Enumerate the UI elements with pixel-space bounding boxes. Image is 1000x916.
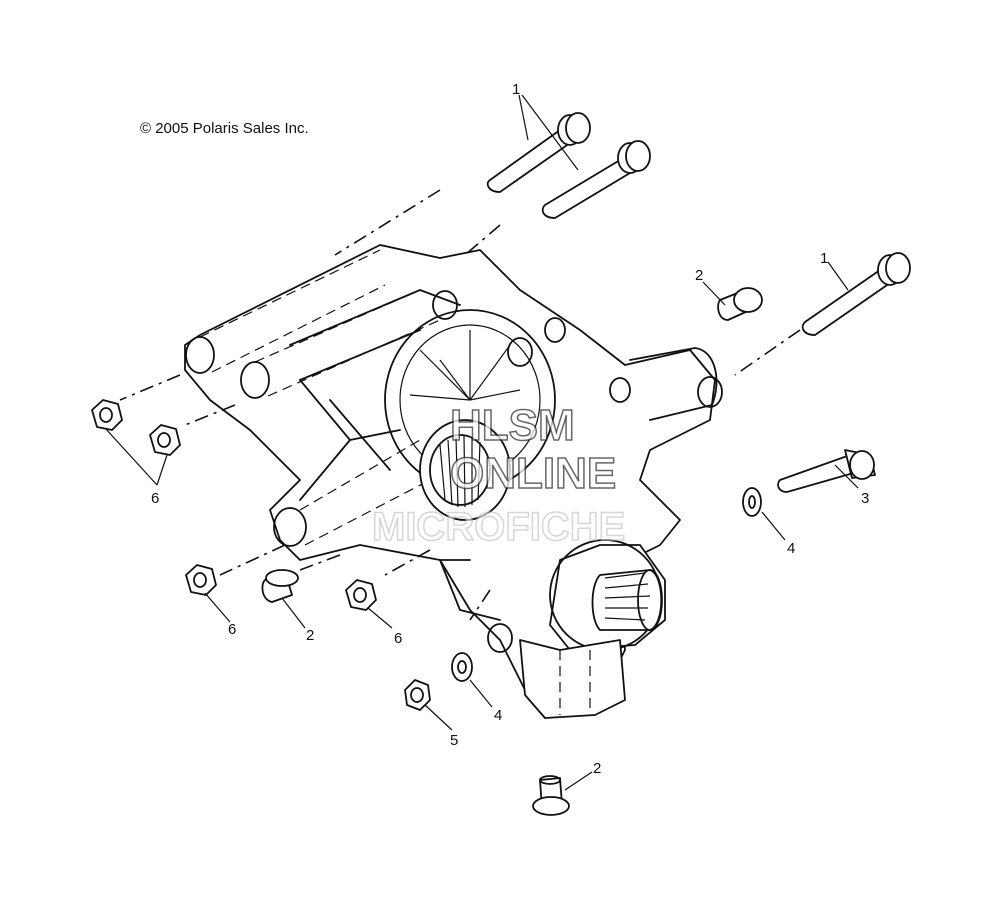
copyright-notice: © 2005 Polaris Sales Inc. [140,120,309,137]
bolt-1-lower [541,140,651,219]
nut-6-bottom-left [185,564,217,596]
leader-lines [104,94,859,791]
flange-bolt-2-top [717,287,763,321]
watermark-line-1: HLSM [450,401,575,450]
nut-5 [404,679,431,711]
washer-4-right [742,487,762,517]
nut-6-upper [91,399,123,431]
callout-1-top: 1 [512,81,520,98]
flange-bolt-2-left [261,569,299,603]
callout-2-left: 2 [306,627,314,644]
callout-1-right: 1 [820,250,828,267]
bolt-1-right [801,252,911,336]
nut-6-bottom-mid [345,579,377,611]
bolt-1-upper [486,112,591,193]
callout-4-bottom: 4 [494,707,502,724]
flange-bolt-2-bottom [532,775,570,816]
gearcase-housing [184,244,723,719]
callout-4-right: 4 [787,540,795,557]
bolt-3 [777,449,876,493]
callout-2-bottom: 2 [593,760,601,777]
callout-6-bottom-left: 6 [228,621,236,638]
alignment-lines [119,189,801,621]
callout-labels: 1 1 2 6 3 4 6 2 6 4 5 2 [151,81,869,777]
nut-6-middle [149,424,181,456]
callout-6-left: 6 [151,490,159,507]
watermark: HLSM ONLINE MICROFICHE [371,400,626,550]
washer-4-bottom [451,652,473,682]
callout-6-bottom-mid: 6 [394,630,402,647]
callout-5: 5 [450,732,458,749]
callout-3: 3 [861,490,869,507]
callout-2-top: 2 [695,267,703,284]
watermark-line-3: MICROFICHE [372,505,625,549]
watermark-line-2: ONLINE [450,449,616,498]
